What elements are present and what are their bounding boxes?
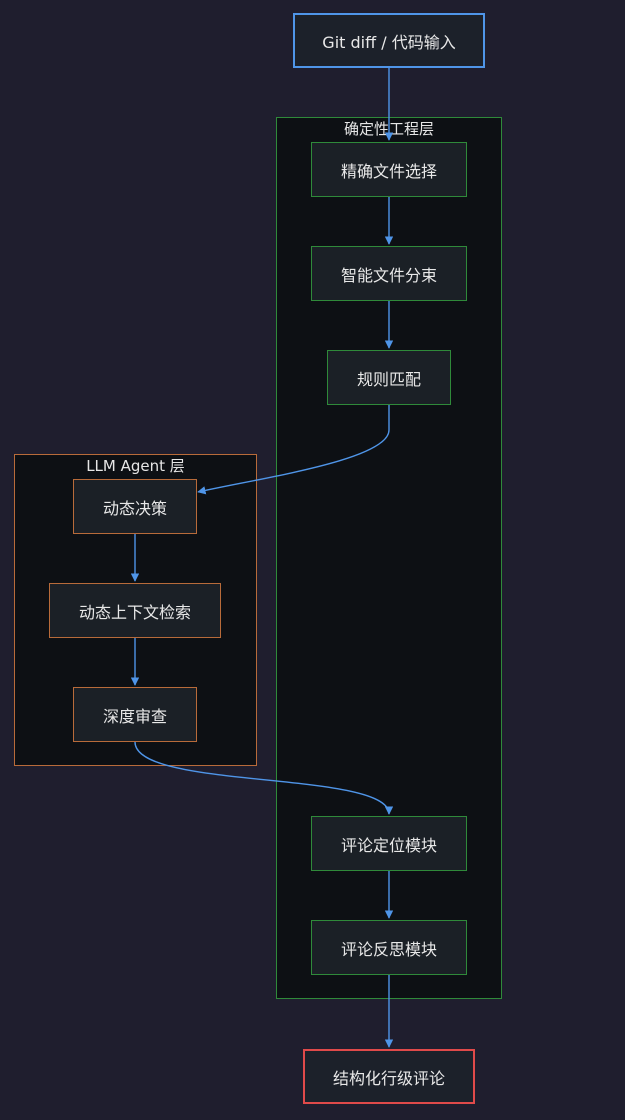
output-node: 结构化行级评论 <box>303 1049 475 1104</box>
comment-locate-node: 评论定位模块 <box>311 816 467 871</box>
context-retrieval-node: 动态上下文检索 <box>49 583 221 638</box>
input-node: Git diff / 代码输入 <box>293 13 485 68</box>
dynamic-decision-node: 动态决策 <box>73 479 197 534</box>
deterministic-layer-title: 确定性工程层 <box>343 120 434 138</box>
comment-reflect-node: 评论反思模块 <box>311 920 467 975</box>
file-select-node: 精确文件选择 <box>311 142 467 197</box>
agent-layer-title: LLM Agent 层 <box>86 457 185 475</box>
file-bundle-node: 智能文件分束 <box>311 246 467 301</box>
deep-review-node: 深度审查 <box>73 687 197 742</box>
rule-match-node: 规则匹配 <box>327 350 451 405</box>
